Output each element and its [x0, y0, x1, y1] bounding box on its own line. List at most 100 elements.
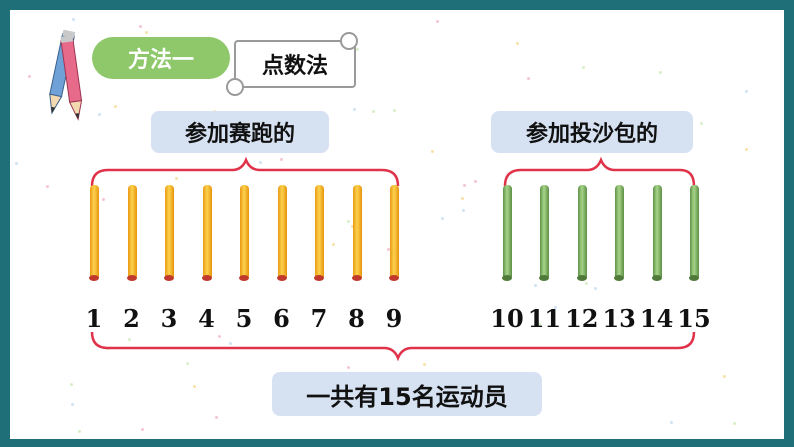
green-stick: [690, 185, 699, 278]
decor-dot: [474, 180, 477, 183]
decor-dot: [15, 162, 18, 165]
orange-stick: [277, 185, 287, 278]
pencils-icon: [49, 29, 83, 121]
count-number: 13: [602, 304, 636, 333]
decor-dot: [436, 20, 439, 23]
count-number: 10: [490, 304, 524, 333]
count-number: 2: [123, 304, 140, 333]
decor-dot: [372, 110, 375, 113]
decor-dot: [215, 416, 218, 419]
decor-dot: [516, 42, 519, 45]
throwing-bracket: [503, 156, 696, 187]
decor-dot: [46, 185, 49, 188]
running-group-label: 参加赛跑的: [151, 111, 329, 153]
decor-dot: [141, 428, 144, 431]
orange-stick-end: [389, 275, 399, 281]
green-stick-end: [576, 275, 587, 281]
total-bracket: [90, 331, 696, 362]
count-number: 14: [639, 304, 674, 333]
green-stick-end: [539, 275, 550, 281]
decor-dot: [186, 362, 189, 365]
count-number: 8: [348, 304, 365, 333]
count-number: 9: [385, 304, 403, 333]
green-stick-end: [614, 275, 625, 281]
green-stick: [615, 185, 625, 278]
count-number: 11: [527, 304, 562, 333]
total-label: 一共有15名运动员: [272, 372, 542, 416]
decor-dot: [347, 366, 350, 369]
green-stick-end: [689, 275, 699, 281]
decor-dot: [594, 287, 597, 290]
decor-dot: [353, 108, 356, 111]
count-number: 12: [565, 304, 599, 333]
decor-dot: [733, 422, 736, 425]
decor-dot: [70, 383, 73, 386]
decor-dot: [332, 243, 335, 246]
orange-stick: [90, 185, 99, 278]
decor-dot: [356, 48, 359, 51]
decor-dot: [527, 77, 530, 80]
method-label: 方法一: [92, 37, 230, 79]
decor-dot: [554, 306, 557, 309]
green-stick-end: [651, 275, 662, 281]
orange-stick-end: [276, 275, 287, 281]
decor-dot: [78, 430, 81, 433]
orange-stick: [165, 185, 174, 278]
orange-stick-end: [164, 275, 174, 281]
green-stick: [503, 185, 512, 278]
green-stick: [652, 185, 662, 278]
method-name: 点数法: [234, 40, 356, 88]
decor-dot: [582, 66, 585, 69]
scroll-curl-bottom: [226, 78, 244, 96]
brackets: [90, 156, 696, 362]
decor-dot: [462, 209, 465, 212]
orange-stick: [240, 185, 249, 278]
throwing-group-label: 参加投沙包的: [491, 111, 693, 153]
orange-stick: [127, 185, 137, 278]
decor-dot: [745, 148, 748, 151]
decor-dot: [461, 197, 464, 200]
decor-dot: [441, 217, 444, 220]
count-number: 1: [85, 304, 103, 333]
decor-dot: [463, 184, 466, 187]
green-stick-end: [502, 275, 512, 281]
decor-dot: [175, 177, 178, 180]
decor-dot: [71, 403, 74, 406]
count-number: 3: [160, 304, 178, 333]
decor-dot: [193, 385, 196, 388]
orange-stick-end: [126, 275, 137, 281]
decor-dot: [98, 113, 101, 116]
green-stick: [540, 185, 550, 278]
decor-dot: [259, 161, 262, 164]
decor-dot: [723, 375, 726, 378]
orange-stick: [390, 185, 399, 278]
decor-dot: [659, 71, 662, 74]
decor-dot: [670, 421, 673, 424]
decor-dot: [534, 284, 537, 287]
orange-stick: [202, 185, 212, 278]
decor-dot: [423, 363, 426, 366]
green-stick: [577, 185, 587, 278]
decor-dot: [145, 31, 148, 34]
decor-dot: [128, 338, 131, 341]
count-number: 5: [235, 304, 253, 333]
orange-stick-end: [201, 275, 212, 281]
decor-dot: [431, 150, 434, 153]
orange-stick: [315, 185, 324, 278]
orange-stick: [352, 185, 362, 278]
orange-stick-end: [239, 275, 249, 281]
decor-dot: [538, 323, 541, 326]
decor-dot: [393, 109, 396, 112]
decor-dot: [387, 248, 390, 251]
decor-dot: [700, 122, 703, 125]
scroll-curl-top: [340, 32, 358, 50]
decor-dot: [28, 75, 31, 78]
running-bracket: [90, 156, 400, 187]
decor-dot: [102, 198, 105, 201]
decor-dot: [347, 220, 350, 223]
decor-dot: [218, 335, 221, 338]
count-number: 4: [198, 304, 215, 333]
decor-dot: [139, 25, 142, 28]
count-number: 7: [310, 304, 328, 333]
